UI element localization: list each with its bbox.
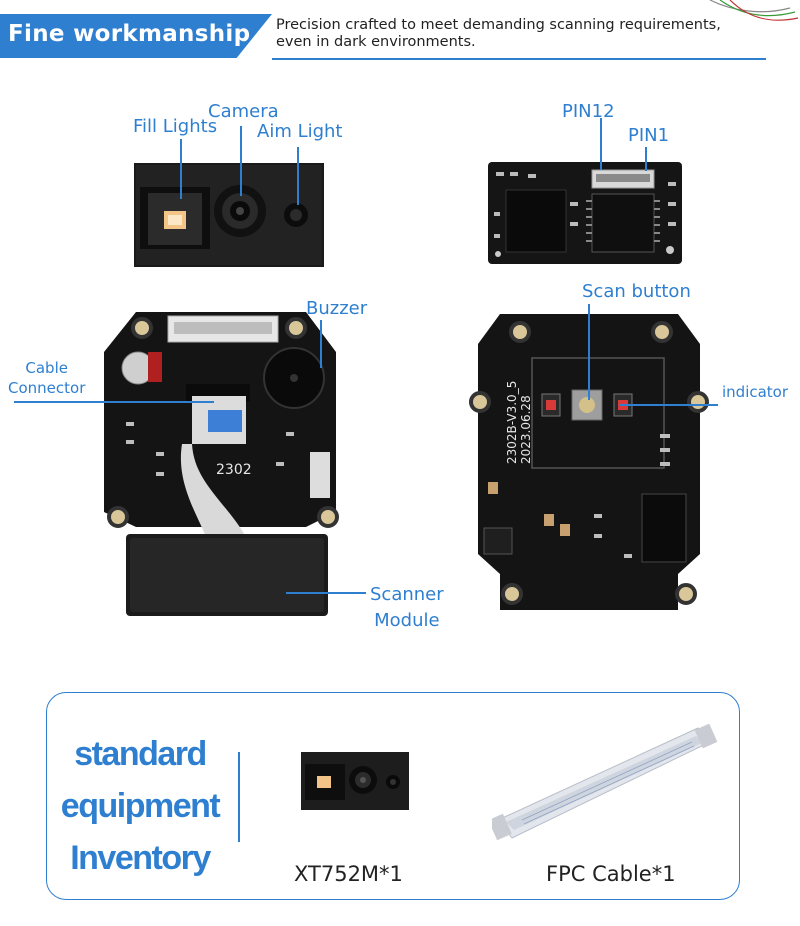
equipment-item-scanner-label: XT752M*1 <box>294 862 403 886</box>
header-banner <box>0 14 272 58</box>
header-title: Fine workmanship <box>8 21 251 47</box>
equipment-divider <box>238 752 240 842</box>
equipment-title-line-2: equipment <box>60 787 221 825</box>
bottom-board-photo: 2302B-V3.0_5 2023.06.28 <box>469 314 709 610</box>
scanner-module-label: Scanner Module <box>370 582 444 634</box>
cable-connector-leader <box>14 401 214 403</box>
buzzer-leader <box>320 320 322 368</box>
aim-light-label: Aim Light <box>257 121 343 142</box>
indicator-label: indicator <box>722 383 789 401</box>
svg-text:2023.06.28: 2023.06.28 <box>519 395 533 464</box>
pin1-label: PIN1 <box>628 125 670 146</box>
pcb-back-photo <box>488 162 682 264</box>
scan-button-label: Scan button <box>582 281 691 302</box>
equipment-title-line-1: standard <box>74 735 207 773</box>
header-description: Precision crafted to meet demanding scan… <box>276 17 796 51</box>
svg-text:2302: 2302 <box>216 462 252 478</box>
scan-button-leader <box>588 304 590 400</box>
cable-connector-label-line-1: Cable <box>25 359 68 377</box>
equipment-title: standard equipment Inventory <box>48 728 232 884</box>
pin1-leader <box>645 147 647 171</box>
scanner-module-label-line-2: Module <box>374 610 440 631</box>
fill-lights-leader <box>180 139 182 199</box>
scanner-module-icon <box>301 752 409 810</box>
scanner-module-label-line-1: Scanner <box>370 584 444 605</box>
corner-wire-icon <box>709 0 799 21</box>
fpc-cable-icon <box>492 724 718 841</box>
main-board-photo: 2302 <box>104 312 339 616</box>
scanner-module-leader <box>286 592 366 594</box>
header-description-line-1: Precision crafted to meet demanding scan… <box>276 17 721 33</box>
header-underline <box>272 58 766 60</box>
header-description-line-2: even in dark environments. <box>276 34 476 50</box>
camera-leader <box>240 126 242 196</box>
svg-text:2302B-V3.0_5: 2302B-V3.0_5 <box>505 381 519 464</box>
equipment-title-line-3: Inventory <box>70 839 211 877</box>
camera-label: Camera <box>208 101 279 122</box>
cable-connector-label-line-2: Connector <box>8 379 86 397</box>
aim-light-leader <box>297 147 299 205</box>
pin12-leader <box>600 118 602 170</box>
standard-equipment-box <box>46 692 740 900</box>
indicator-leader <box>620 404 718 406</box>
buzzer-label: Buzzer <box>306 298 368 319</box>
pin12-label: PIN12 <box>562 101 615 122</box>
fill-lights-label: Fill Lights <box>133 116 218 137</box>
cable-connector-label: Cable Connector <box>8 358 85 398</box>
scanner-front-photo <box>134 163 324 267</box>
equipment-item-cable-label: FPC Cable*1 <box>546 862 676 886</box>
